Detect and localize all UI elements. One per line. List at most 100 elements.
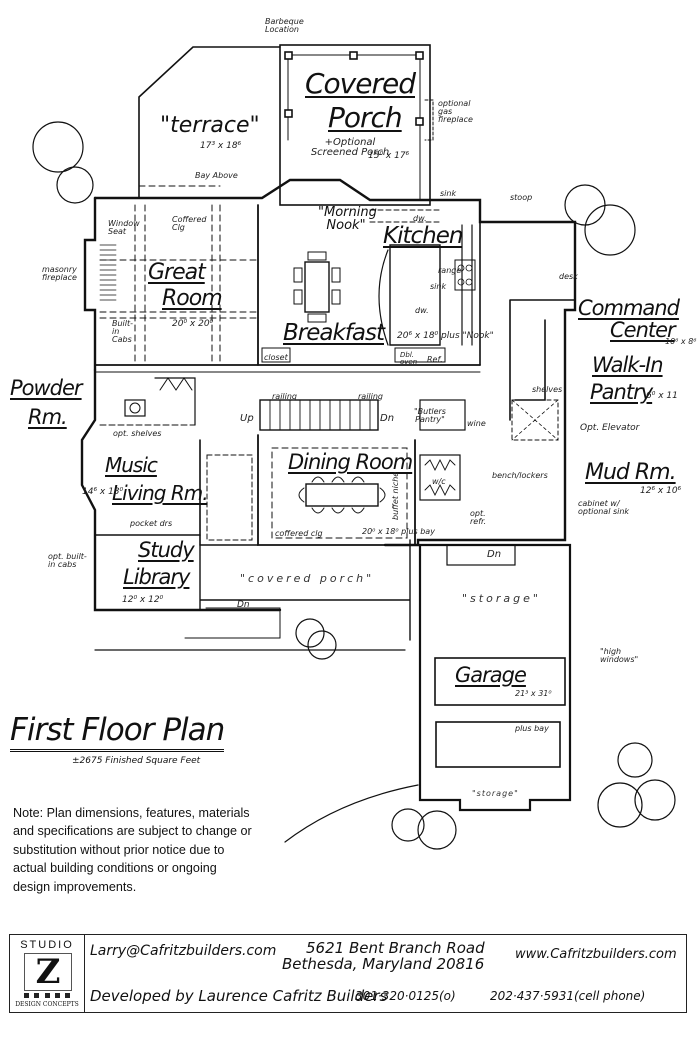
elevator-outline bbox=[511, 399, 559, 441]
logo-design-concepts: DESIGN CONCEPTS bbox=[15, 1001, 79, 1008]
bench-lockers-note: bench/lockers bbox=[492, 471, 548, 480]
study-dim: 12⁰ x 12⁰ bbox=[122, 595, 164, 605]
buffet-niche-note: buffet niche bbox=[391, 471, 400, 520]
double-oven-note: Dbl. oven bbox=[400, 351, 418, 366]
butlers-pantry-label: "Butlers Pantry" bbox=[414, 407, 446, 424]
command-center-dim: 10⁶ x 8⁶ bbox=[665, 337, 697, 346]
address-line-1: 5621 Bent Branch Road bbox=[306, 939, 485, 957]
optional-gas-fireplace-note: optional gas fireplace bbox=[438, 99, 473, 124]
window-seat-note: Window Seat bbox=[108, 219, 140, 236]
powder-room-label: Powder bbox=[10, 376, 83, 400]
study-label: Study bbox=[138, 538, 195, 562]
pocket-doors-note: pocket drs bbox=[130, 519, 173, 528]
terrace-outline bbox=[138, 46, 281, 198]
music-room-dim: 14⁶ x 13⁰ bbox=[82, 487, 124, 497]
porch-stair-down-note: Dn bbox=[237, 600, 250, 610]
great-room-label: Great bbox=[148, 260, 206, 285]
garage-plus-bay: plus bay bbox=[515, 724, 549, 733]
developer-credit: Developed by Laurence Cafritz Builders bbox=[90, 987, 388, 1005]
shelves-note: shelves bbox=[532, 385, 563, 394]
garage-storage-top: "storage" bbox=[462, 592, 541, 605]
sink-note: sink bbox=[440, 189, 457, 198]
coffered-clg-dining-note: coffered clg bbox=[275, 529, 323, 538]
bay-above-note: Bay Above bbox=[195, 171, 238, 180]
wc-note: w/c bbox=[432, 477, 446, 486]
walk-in-pantry-label: Walk-In bbox=[592, 353, 664, 377]
main-stair bbox=[259, 399, 379, 431]
music-room-label-2: Living Rm. bbox=[112, 481, 209, 505]
plan-title: First Floor Plan bbox=[10, 712, 225, 752]
kitchen-dim: 20⁶ x 18⁰ plus "Nook" bbox=[397, 331, 494, 341]
garage-storage-bottom: "storage" bbox=[472, 789, 519, 798]
masonry-fireplace-note: masonry fireplace bbox=[42, 265, 77, 282]
front-covered-porch-label: "covered porch" bbox=[240, 572, 375, 585]
great-room-dim: 20⁰ x 20⁰ bbox=[172, 319, 214, 329]
library-label: Library bbox=[123, 565, 190, 589]
walk-in-pantry-dim: 6⁰ x 11 bbox=[646, 391, 678, 401]
garage-label: Garage bbox=[455, 663, 527, 687]
plan-disclaimer: Note: Plan dimensions, features, materia… bbox=[13, 806, 252, 894]
studio-z-logo: STUDIO Z DESIGN CONCEPTS bbox=[10, 935, 85, 1012]
website-link[interactable]: www.Cafritzbuilders.com bbox=[515, 947, 677, 962]
garage-car-bay-2 bbox=[435, 721, 561, 768]
address-line-2: Bethesda, Maryland 20816 bbox=[282, 955, 485, 973]
logo-dots bbox=[24, 993, 70, 998]
powder-room-label-2: Rm. bbox=[28, 405, 68, 429]
cell-phone: 202·437·5931(cell phone) bbox=[490, 989, 646, 1003]
railing-right-note: railing bbox=[358, 392, 384, 401]
cabinet-sink-note: cabinet w/ optional sink bbox=[578, 499, 630, 516]
dining-room-dim: 20⁰ x 18⁰ plus bay bbox=[362, 527, 435, 536]
built-in-cabs-note: Built-in Cabs bbox=[112, 319, 134, 344]
coffered-ceiling-note: Coffered Clg bbox=[172, 215, 207, 232]
mud-room-label: Mud Rm. bbox=[585, 460, 677, 485]
closet-note: closet bbox=[264, 353, 288, 362]
morning-nook-label: "Morning Nook" bbox=[318, 205, 377, 233]
mud-room-dim: 12⁶ x 10⁶ bbox=[640, 486, 682, 496]
stoop-note: stoop bbox=[510, 193, 533, 202]
great-room-label-2: Room bbox=[162, 286, 223, 311]
barbeque-note: Barbeque Location bbox=[265, 17, 304, 34]
plan-square-footage: ±2675 Finished Square Feet bbox=[72, 756, 201, 766]
refrigerator-note: Ref. bbox=[427, 355, 443, 364]
covered-porch-label: Covered bbox=[305, 67, 416, 100]
walk-in-pantry-label-2: Pantry bbox=[590, 380, 653, 404]
railing-left-note: railing bbox=[272, 392, 298, 401]
title-block: STUDIO Z DESIGN CONCEPTS Larry@Cafritzbu… bbox=[9, 934, 687, 1013]
stair-up-note: Up bbox=[240, 413, 254, 424]
breakfast-table bbox=[304, 261, 330, 313]
music-room-label: Music bbox=[105, 453, 158, 477]
optional-screened-porch-note: +Optional Screened Porch bbox=[310, 137, 390, 158]
dishwasher-island-note: dw. bbox=[415, 306, 429, 315]
dining-room-label: Dining Room bbox=[288, 450, 413, 474]
breakfast-label: Breakfast bbox=[283, 320, 385, 346]
garage-dim: 21³ x 31⁰ bbox=[515, 689, 552, 698]
optional-elevator-note: Opt. Elevator bbox=[580, 423, 640, 433]
garage-outline bbox=[418, 543, 572, 812]
command-center-label-2: Center bbox=[610, 318, 676, 342]
opt-shelves-note: opt. shelves bbox=[113, 429, 162, 438]
opt-refr-note: opt. refr. bbox=[470, 509, 487, 526]
high-windows-note: "high windows" bbox=[600, 647, 639, 664]
desk-note: desk bbox=[559, 272, 578, 281]
command-center-label: Command bbox=[578, 296, 680, 320]
terrace-dim: 17³ x 18⁶ bbox=[200, 141, 242, 151]
island-sink-note: sink bbox=[430, 282, 447, 291]
covered-porch-dim: 15⁰ x 17⁶ bbox=[368, 151, 410, 161]
optional-fireplace-dash bbox=[424, 99, 434, 141]
contact-email[interactable]: Larry@Cafritzbuilders.com bbox=[90, 943, 277, 959]
logo-studio-text: STUDIO bbox=[20, 939, 74, 951]
garage-stair-down-note: Dn bbox=[487, 549, 502, 560]
main-house-exterior bbox=[93, 178, 577, 547]
office-phone: 301·320·0125(o) bbox=[355, 989, 456, 1003]
covered-porch-label-2: Porch bbox=[328, 101, 403, 134]
dining-table bbox=[305, 483, 379, 507]
opt-built-in-cabs-note: opt. built-in cabs bbox=[48, 552, 87, 569]
logo-z-letter: Z bbox=[24, 953, 72, 991]
stair-down-note: Dn bbox=[380, 413, 395, 424]
garage-car-bay-1 bbox=[434, 657, 566, 706]
trees bbox=[32, 121, 676, 850]
wine-note: wine bbox=[467, 419, 486, 428]
kitchen-island bbox=[389, 244, 441, 346]
dishwasher-note: dw. bbox=[413, 214, 427, 223]
